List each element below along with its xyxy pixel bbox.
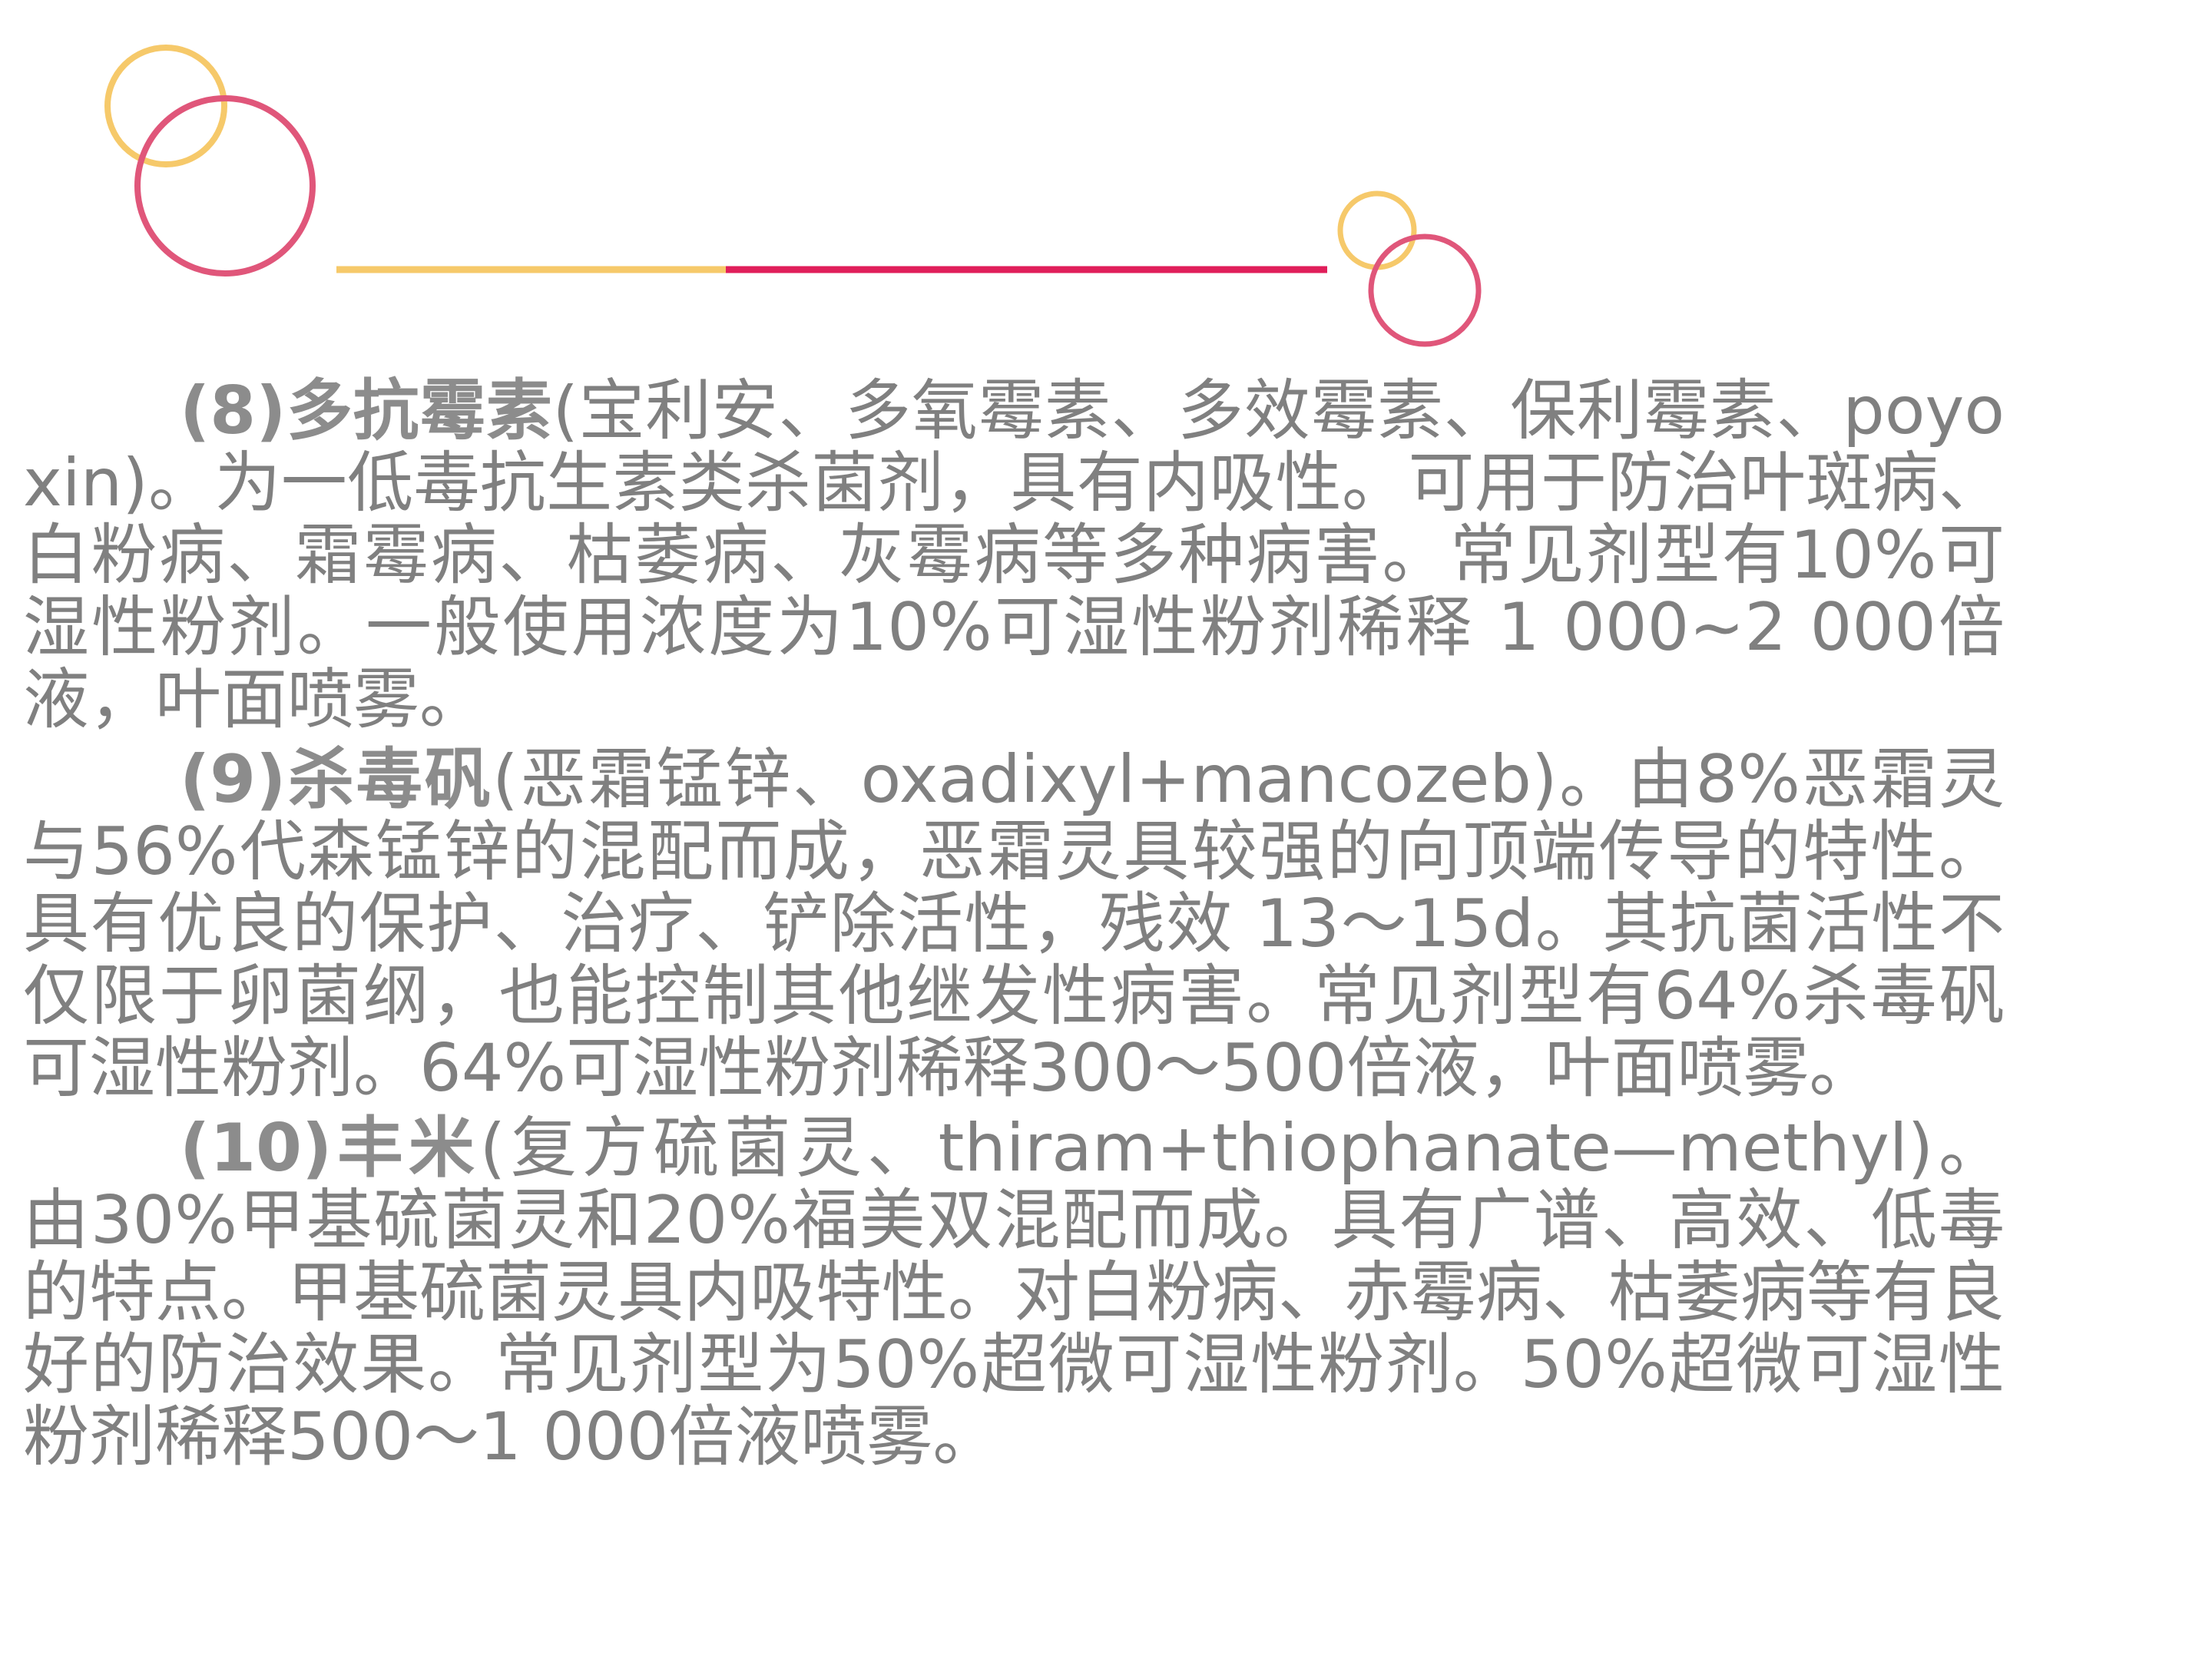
document-body: (8)多抗霉素(宝利安、多氧霉素、多效霉素、保利霉素、poyoxin)。为一低毒… [23,375,2005,1481]
pesticide-name: 多抗霉素 [286,373,553,449]
pesticide-name: 杀毒矾 [286,741,493,818]
paragraph-8: (8)多抗霉素(宝利安、多氧霉素、多效霉素、保利霉素、poyoxin)。为一低毒… [23,375,2005,736]
paragraph-text: (恶霜锰锌、oxadixyl+mancozeb)。由8%恶霜灵与56%代森锰锌的… [23,741,2005,1107]
item-number: (9) [180,741,286,818]
decor-circle-yellow-small [1337,190,1417,270]
paragraph-text: (宝利安、多氧霉素、多效霉素、保利霉素、poyoxin)。为一低毒抗生素类杀菌剂… [23,373,2005,738]
pesticide-name: 丰米 [332,1110,480,1187]
decor-circle-pink-large [134,95,316,276]
paragraph-text: (复方硫菌灵、thiram+thiophanate—methyl)。由30%甲基… [23,1110,2005,1475]
paragraph-10: (10)丰米(复方硫菌灵、thiram+thiophanate—methyl)。… [23,1112,2005,1473]
item-number: (10) [180,1110,333,1187]
item-number: (8) [180,373,286,449]
decor-circle-pink-small [1368,233,1482,347]
header-decoration [104,45,1482,347]
decor-circle-yellow-large [104,45,227,167]
paragraph-9: (9)杀毒矾(恶霜锰锌、oxadixyl+mancozeb)。由8%恶霜灵与56… [23,743,2005,1104]
